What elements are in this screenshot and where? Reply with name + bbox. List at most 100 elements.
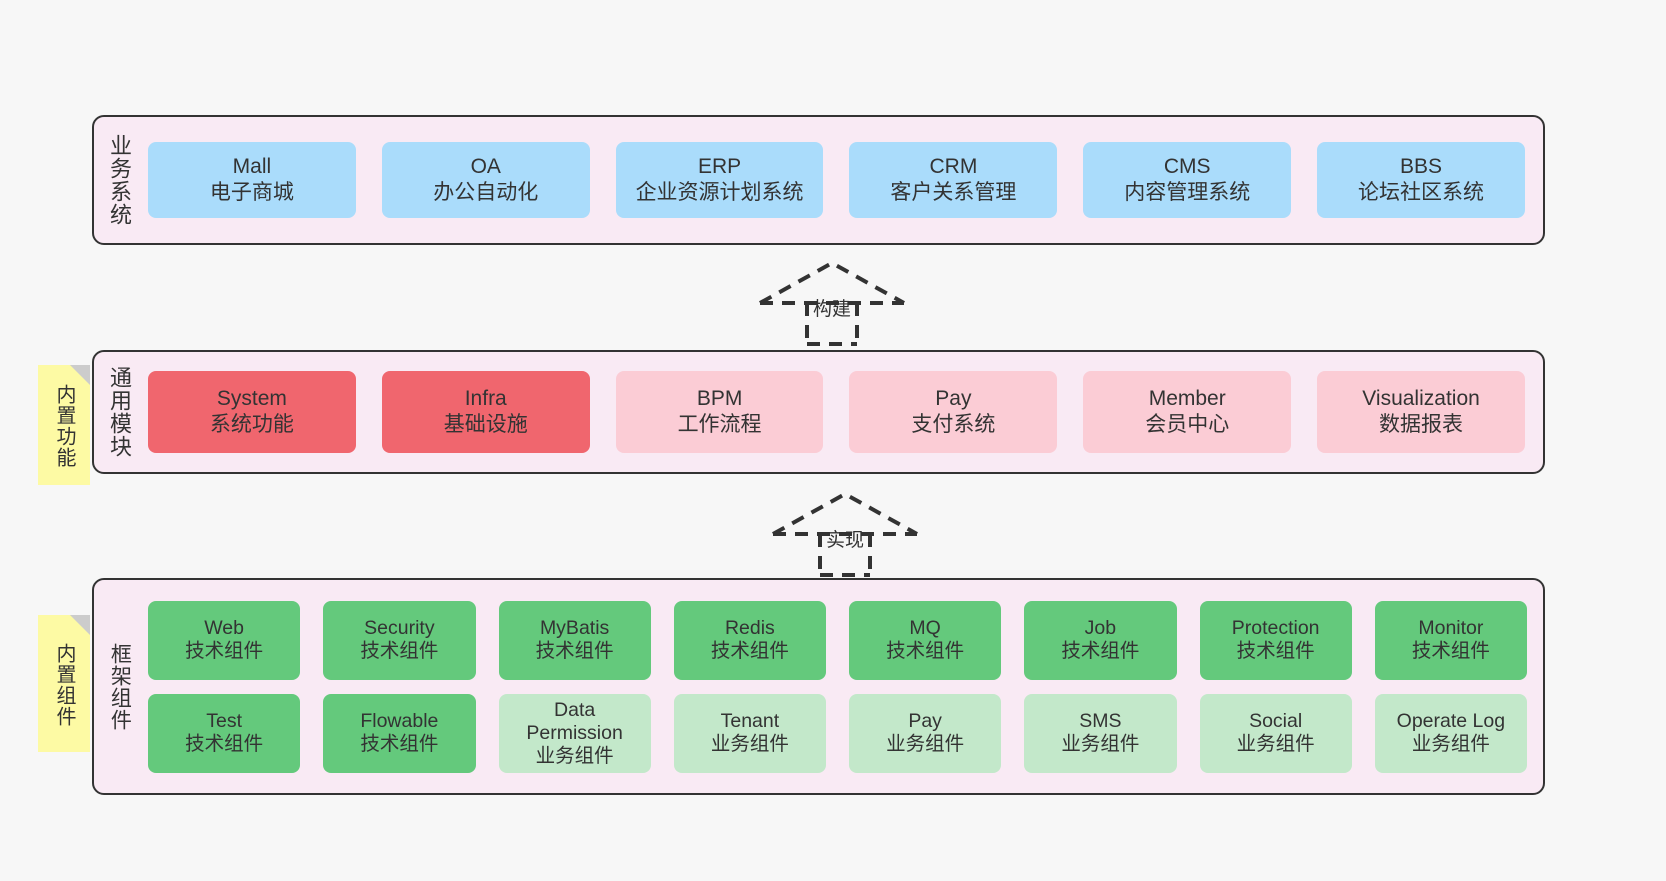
node-subtitle: 业务组件 (1411, 733, 1490, 755)
node-subtitle: 系统功能 (209, 413, 294, 436)
node-bpm[interactable]: BPM 工作流程 (615, 371, 824, 453)
node-pay-component[interactable]: Pay 业务组件 (849, 693, 1002, 773)
layer-business-systems: 业务系统 Mall 电子商城 OA 办公自动化 ERP 企业资源计划系统 CRM… (92, 115, 1545, 245)
node-title: Test (206, 710, 242, 732)
layer-body-common-modules: System 系统功能 Infra 基础设施 BPM 工作流程 Pay 支付系统… (144, 352, 1543, 472)
node-subtitle: 技术组件 (886, 640, 965, 662)
node-subtitle: 技术组件 (1411, 640, 1490, 662)
node-crm[interactable]: CRM 客户关系管理 (849, 142, 1058, 218)
node-title: Data Permission (526, 698, 623, 744)
node-data-permission[interactable]: Data Permission 业务组件 (498, 693, 651, 773)
node-subtitle: 技术组件 (710, 640, 789, 662)
node-row: Mall 电子商城 OA 办公自动化 ERP 企业资源计划系统 CRM 客户关系… (148, 142, 1525, 218)
node-flowable[interactable]: Flowable 技术组件 (323, 693, 476, 773)
node-subtitle: 业务组件 (1236, 733, 1315, 755)
node-monitor[interactable]: Monitor 技术组件 (1374, 600, 1527, 680)
node-web[interactable]: Web 技术组件 (148, 600, 301, 680)
node-pay[interactable]: Pay 支付系统 (849, 371, 1058, 453)
node-subtitle: 业务组件 (710, 733, 789, 755)
node-title: Pay (935, 387, 972, 411)
node-protection[interactable]: Protection 技术组件 (1199, 600, 1352, 680)
arrow-realize: 实现 (770, 489, 920, 577)
arrow-build: 构建 (757, 258, 907, 346)
node-test[interactable]: Test 技术组件 (148, 693, 301, 773)
node-subtitle: 业务组件 (1061, 733, 1140, 755)
node-title: MyBatis (539, 617, 610, 639)
dashed-generalization-arrow-icon (772, 491, 918, 577)
node-subtitle: 论坛社区系统 (1358, 181, 1485, 204)
node-security[interactable]: Security 技术组件 (323, 600, 476, 680)
node-sms[interactable]: SMS 业务组件 (1024, 693, 1177, 773)
node-title: Infra (464, 387, 507, 411)
node-subtitle: 技术组件 (1061, 640, 1140, 662)
node-subtitle: 办公自动化 (433, 181, 539, 204)
node-infra[interactable]: Infra 基础设施 (381, 371, 590, 453)
node-title: Member (1148, 387, 1226, 411)
node-title: Social (1249, 710, 1303, 732)
node-subtitle: 技术组件 (185, 733, 264, 755)
node-title: BPM (696, 387, 743, 411)
node-row: Web 技术组件 Security 技术组件 MyBatis 技术组件 Redi… (148, 600, 1527, 680)
sticky-note-builtin-function: 内置功能 (38, 365, 90, 485)
node-title: BBS (1400, 155, 1443, 179)
node-title: Protection (1231, 617, 1320, 639)
node-row: System 系统功能 Infra 基础设施 BPM 工作流程 Pay 支付系统… (148, 371, 1525, 453)
node-system[interactable]: System 系统功能 (148, 371, 356, 453)
node-title: Tenant (720, 710, 780, 732)
layer-body-framework-components: Web 技术组件 Security 技术组件 MyBatis 技术组件 Redi… (144, 580, 1543, 793)
node-oa[interactable]: OA 办公自动化 (381, 142, 590, 218)
dashed-generalization-arrow-icon (759, 260, 905, 346)
node-title: Web (204, 617, 244, 639)
node-subtitle: 技术组件 (360, 733, 439, 755)
node-subtitle: 业务组件 (886, 733, 965, 755)
node-title: CRM (929, 155, 978, 179)
node-subtitle: 工作流程 (677, 413, 762, 436)
node-mybatis[interactable]: MyBatis 技术组件 (498, 600, 651, 680)
node-subtitle: 技术组件 (535, 640, 614, 662)
node-cms[interactable]: CMS 内容管理系统 (1083, 142, 1292, 218)
sticky-note-text: 内置组件 (53, 642, 75, 727)
node-title: CMS (1163, 155, 1211, 179)
node-title: Job (1084, 617, 1117, 639)
node-subtitle: 支付系统 (911, 413, 996, 436)
node-subtitle: 客户关系管理 (890, 181, 1017, 204)
node-title: SMS (1079, 710, 1122, 732)
node-subtitle: 内容管理系统 (1124, 181, 1251, 204)
layer-title-common-modules: 通用模块 (106, 366, 132, 458)
sticky-note-text: 内置功能 (53, 384, 75, 468)
node-subtitle: 技术组件 (185, 640, 264, 662)
node-title: ERP (697, 155, 742, 179)
node-bbs[interactable]: BBS 论坛社区系统 (1317, 142, 1525, 218)
node-operate-log[interactable]: Operate Log 业务组件 (1374, 693, 1527, 773)
layer-framework-components: 框架组件 Web 技术组件 Security 技术组件 MyBatis 技术组件… (92, 578, 1545, 795)
node-subtitle: 基础设施 (443, 413, 528, 436)
node-subtitle: 会员中心 (1145, 413, 1230, 436)
node-subtitle: 技术组件 (1236, 640, 1315, 662)
node-title: Monitor (1418, 617, 1484, 639)
node-mq[interactable]: MQ 技术组件 (849, 600, 1002, 680)
node-title: Operate Log (1396, 710, 1506, 732)
node-visualization[interactable]: Visualization 数据报表 (1317, 371, 1525, 453)
node-job[interactable]: Job 技术组件 (1024, 600, 1177, 680)
node-title: Visualization (1362, 387, 1480, 411)
node-title: Mall (232, 155, 272, 179)
node-tenant[interactable]: Tenant 业务组件 (673, 693, 826, 773)
node-subtitle: 技术组件 (360, 640, 439, 662)
node-erp[interactable]: ERP 企业资源计划系统 (615, 142, 824, 218)
node-redis[interactable]: Redis 技术组件 (673, 600, 826, 680)
node-member[interactable]: Member 会员中心 (1083, 371, 1292, 453)
layer-title-business-systems: 业务系统 (106, 134, 132, 226)
node-subtitle: 电子商城 (209, 181, 294, 204)
node-title: Flowable (360, 710, 439, 732)
node-row: Test 技术组件 Flowable 技术组件 Data Permission … (148, 693, 1527, 773)
node-subtitle: 业务组件 (535, 744, 614, 767)
node-mall[interactable]: Mall 电子商城 (148, 142, 356, 218)
layer-title-framework-components: 框架组件 (108, 642, 132, 731)
sticky-note-builtin-component: 内置组件 (38, 615, 90, 752)
node-social[interactable]: Social 业务组件 (1199, 693, 1352, 773)
node-subtitle: 企业资源计划系统 (635, 181, 804, 204)
node-title: Security (364, 617, 435, 639)
layer-body-business-systems: Mall 电子商城 OA 办公自动化 ERP 企业资源计划系统 CRM 客户关系… (144, 117, 1543, 243)
node-title: Redis (724, 617, 775, 639)
